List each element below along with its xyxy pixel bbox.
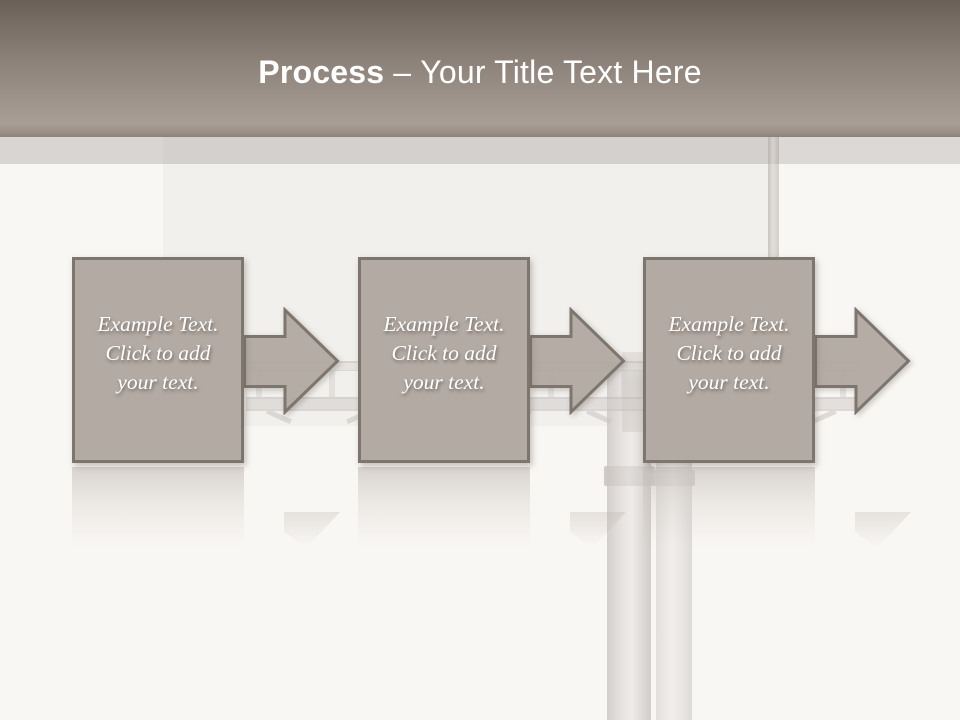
slide-title[interactable]: Process–Your Title Text Here xyxy=(0,0,960,91)
step-text-line: Example Text. xyxy=(97,312,219,336)
flow-arrow-2[interactable] xyxy=(529,307,626,415)
box-reflection xyxy=(358,467,530,547)
title-emphasis: Process xyxy=(258,54,385,90)
process-step-box-3[interactable]: Example Text. Click to add your text. xyxy=(643,257,815,463)
title-rest: Your Title Text Here xyxy=(420,54,702,90)
step-text-line: Example Text. xyxy=(383,312,505,336)
arrow-reflection xyxy=(284,512,340,548)
slide-title-bar: Process–Your Title Text Here xyxy=(0,0,960,137)
whiteboard-right-edge xyxy=(768,137,779,259)
box-reflection xyxy=(643,467,815,547)
stand-pole-collar xyxy=(604,466,654,486)
arrow-reflection xyxy=(855,512,911,548)
step-placeholder-text: Example Text. Click to add your text. xyxy=(75,310,241,397)
box-reflection xyxy=(72,467,244,547)
process-step-box-2[interactable]: Example Text. Click to add your text. xyxy=(358,257,530,463)
wall-trim-band xyxy=(0,137,960,164)
step-text-line: your text. xyxy=(117,370,199,394)
step-placeholder-text: Example Text. Click to add your text. xyxy=(361,310,527,397)
step-text-line: your text. xyxy=(403,370,485,394)
step-text-line: Click to add xyxy=(105,341,211,365)
flow-arrow-1[interactable] xyxy=(243,307,340,415)
step-text-line: Example Text. xyxy=(668,312,790,336)
process-step-box-1[interactable]: Example Text. Click to add your text. xyxy=(72,257,244,463)
title-separator: – xyxy=(393,54,412,90)
flow-arrow-3[interactable] xyxy=(814,307,911,415)
step-placeholder-text: Example Text. Click to add your text. xyxy=(646,310,812,397)
step-text-line: your text. xyxy=(688,370,770,394)
step-text-line: Click to add xyxy=(676,341,782,365)
step-text-line: Click to add xyxy=(391,341,497,365)
